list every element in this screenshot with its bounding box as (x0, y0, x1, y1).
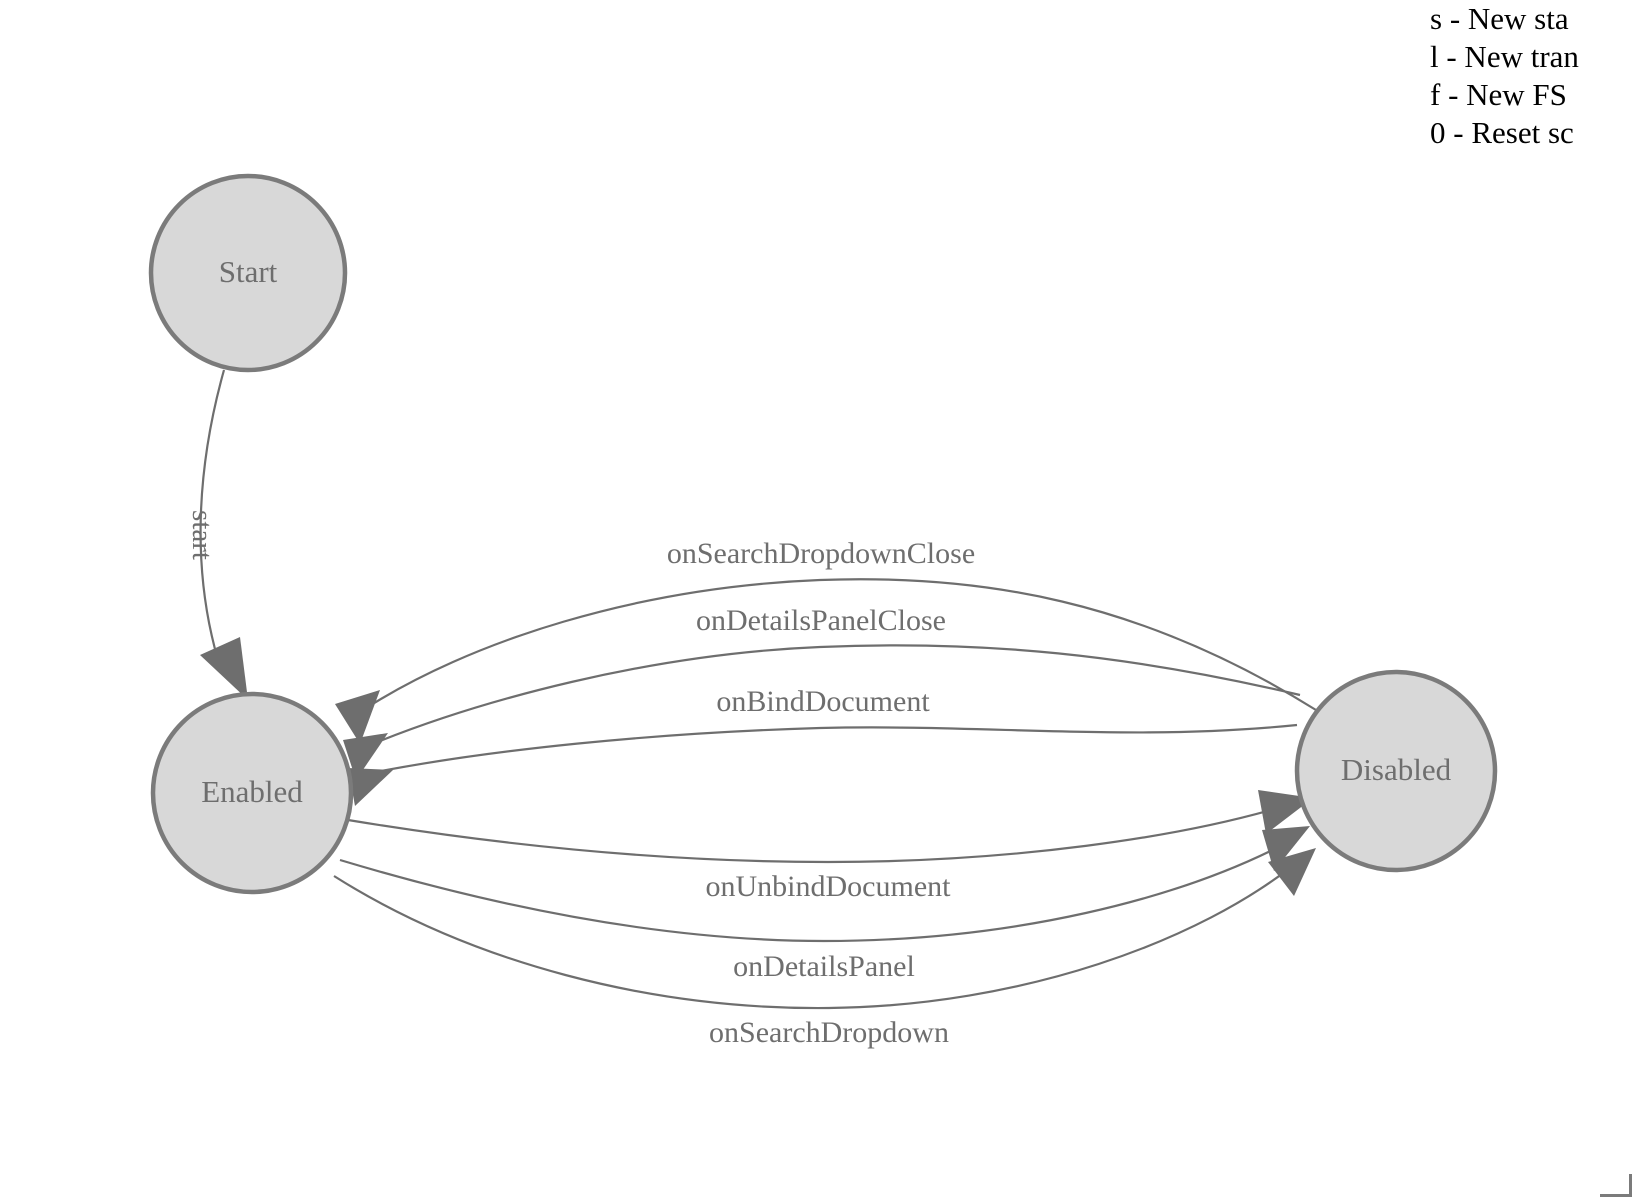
transition-label-ondetailspanel: onDetailsPanel (733, 950, 915, 983)
state-label: Enabled (201, 774, 303, 809)
transition-label-onunbinddocument: onUnbindDocument (706, 870, 952, 903)
panel-edge-horizontal (1600, 1194, 1632, 1197)
transition-path[interactable] (375, 723, 1298, 774)
transition-label-ondetailspanelclose: onDetailsPanelClose (696, 604, 946, 637)
transition-path[interactable] (199, 369, 226, 661)
transition-label-onsearchdropdown: onSearchDropdown (709, 1016, 949, 1049)
transition-path[interactable] (359, 578, 1317, 713)
state-circle[interactable] (1294, 669, 1498, 873)
transition-enabled-to-disabled-ondetailspanel[interactable] (339, 826, 1310, 943)
state-label: Disabled (1341, 752, 1452, 787)
panel-edge-vertical (1629, 1174, 1632, 1196)
transition-disabled-to-enabled-onsearchdropdownclose[interactable] (335, 578, 1317, 744)
transition-label-onsearchdropdownclose: onSearchDropdownClose (667, 537, 975, 570)
transition-path[interactable] (347, 803, 1289, 864)
transition-enabled-to-disabled-onunbinddocument[interactable] (347, 790, 1313, 864)
transition-disabled-to-enabled-onbinddocument[interactable] (348, 723, 1298, 806)
arrowhead-icon (343, 733, 388, 780)
state-circle[interactable] (148, 173, 348, 373)
arrowhead-icon (348, 768, 393, 806)
transition-path[interactable] (333, 859, 1301, 1010)
transition-path[interactable] (339, 839, 1293, 943)
arrowhead-icon (1262, 826, 1310, 871)
state-node-start[interactable]: Start (148, 173, 348, 373)
transition-label-onbinddocument: onBindDocument (716, 685, 930, 718)
state-label: Start (219, 254, 278, 289)
transition-start-to-enabled[interactable] (199, 369, 248, 700)
transition-disabled-to-enabled-ondetailspanelclose[interactable] (343, 644, 1301, 780)
transition-label-start: start (186, 510, 218, 560)
arrowhead-icon (200, 637, 248, 700)
state-node-disabled[interactable]: Disabled (1294, 669, 1498, 873)
arrowhead-icon (335, 690, 380, 744)
arrowhead-icon (1258, 790, 1313, 834)
state-circle[interactable] (150, 691, 354, 895)
transition-path[interactable] (369, 644, 1301, 747)
transition-enabled-to-disabled-onsearchdropdown[interactable] (333, 848, 1316, 1010)
state-node-enabled[interactable]: Enabled (150, 691, 354, 895)
arrowhead-icon (1268, 848, 1316, 896)
